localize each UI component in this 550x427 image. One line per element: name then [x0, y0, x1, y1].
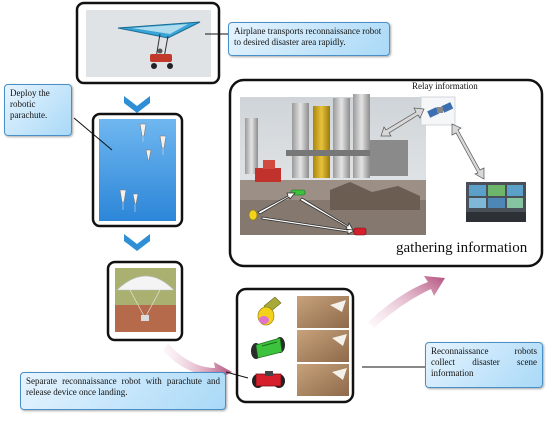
robot-tracked-icon	[252, 371, 285, 388]
flow-chevron-1	[124, 96, 150, 113]
scene-robot-tracked-icon	[353, 227, 367, 236]
curved-arrow-to-gathering	[368, 276, 445, 328]
monitor-wall-icon	[466, 182, 526, 222]
gathering-label: gathering information	[396, 240, 528, 256]
relay-double-arrows	[380, 107, 485, 180]
scene-robot-capsule-icon	[248, 209, 258, 221]
parachute-icon	[119, 123, 167, 212]
satellite-icon	[420, 96, 456, 126]
callout-separate: Separate reconnaissance robot with parac…	[20, 372, 226, 410]
robot-wheel-icon	[251, 337, 285, 359]
flow-chevron-2	[124, 234, 150, 251]
callout-airplane: Airplane transports reconnaissance robot…	[228, 22, 390, 56]
panel-parachute-deploy	[91, 112, 184, 228]
pointer-separate	[225, 371, 249, 379]
robot-capsule-icon	[257, 296, 282, 326]
panel-robots	[235, 287, 355, 404]
robot-link-arrows	[257, 192, 355, 235]
callout-deploy: Deploy the robotic parachute.	[4, 84, 72, 136]
panel-disaster-scene	[228, 78, 544, 268]
relay-label: Relay information	[412, 81, 478, 91]
hang-glider-icon	[117, 21, 201, 69]
panel-hang-glider	[75, 1, 221, 85]
pointer-deploy	[73, 117, 113, 151]
panel-landed-parachute	[106, 260, 184, 342]
callout-collect: Reconnaissance robots collect disaster s…	[425, 342, 543, 388]
